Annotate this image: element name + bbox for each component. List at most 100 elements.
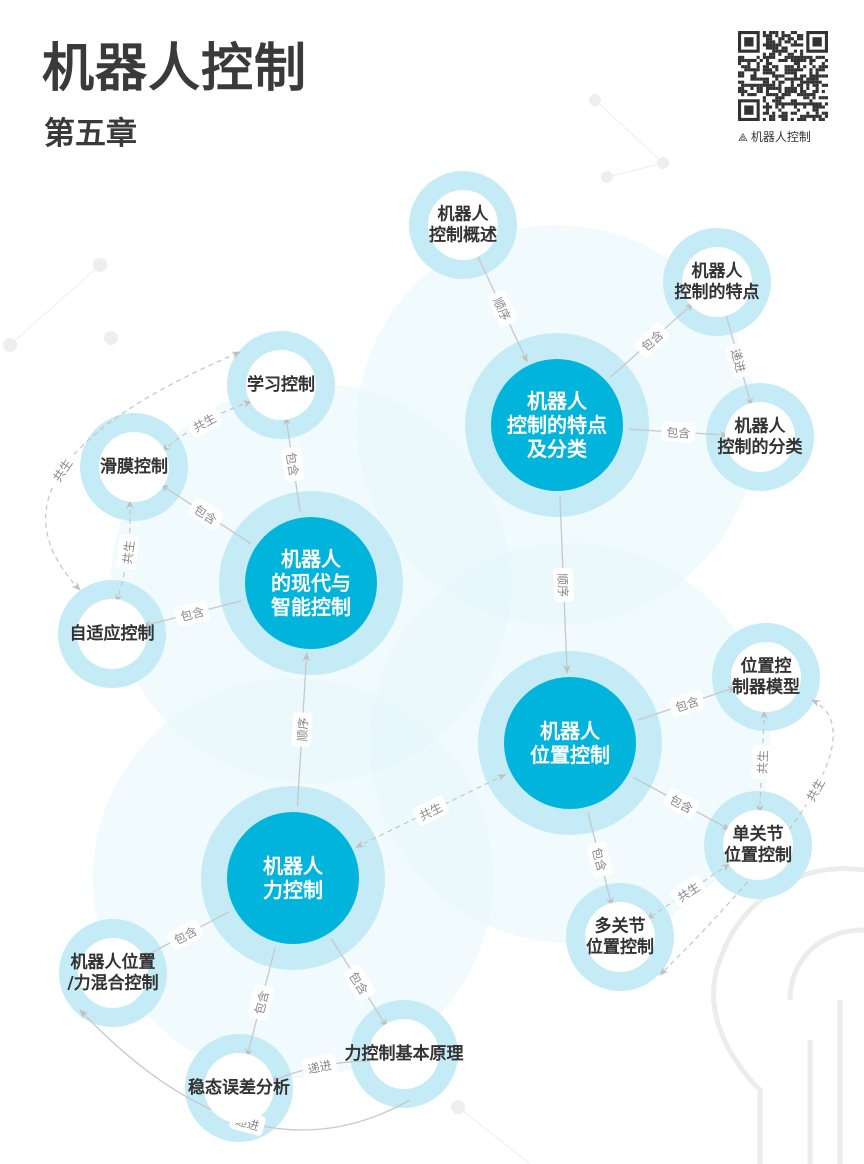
decor-dot [93, 258, 107, 272]
node-core [204, 1053, 274, 1123]
qr-caption: ⟁机器人控制 [738, 128, 811, 145]
edge-label: 顺序 [555, 573, 571, 598]
robot-logo-icon: ⟁ [738, 131, 748, 144]
edge-principle-steady: 递进 [269, 1053, 371, 1083]
node-label: 控制的特点 [507, 413, 607, 437]
node-core [369, 1019, 439, 1089]
edge-features-classes: 递进 [725, 314, 753, 408]
node-core [682, 247, 752, 317]
node-label: 力控制基本原理 [345, 1043, 464, 1064]
node-label: 控制的特点 [675, 282, 760, 303]
edge-B-adaptive: 包含 [142, 600, 242, 628]
node-label: 机器人 [692, 261, 744, 282]
node-core [227, 812, 359, 944]
edge-label-tag: 共生 [45, 451, 79, 489]
edge-label-tag: 递进 [725, 342, 753, 379]
node-label: 机器人 [527, 389, 588, 413]
node-label: 控制的分类 [718, 437, 804, 458]
node-label: 机器人 [281, 547, 342, 571]
decor-line [457, 1106, 531, 1164]
edge-label: 包含 [283, 451, 301, 477]
node-label: /力混合控制 [67, 973, 158, 994]
decor-dot [657, 157, 669, 169]
node-core [245, 517, 377, 649]
edge-A-classes: 包含 [628, 421, 729, 443]
edge-label-tag: 顺序 [553, 567, 575, 603]
node-label: 智能控制 [271, 595, 351, 619]
edge-line [45, 351, 241, 591]
node-core [504, 677, 636, 809]
edge-label: 共生 [755, 750, 770, 775]
node-label: 的现代与 [271, 571, 351, 595]
edge-C-multi: 包含 [586, 812, 614, 907]
node-layer: 机器人控制的特点及分类机器人的现代与智能控制机器人位置控制机器人力控制机器人控制… [67, 190, 803, 1123]
node-label: 机器人位置 [71, 952, 156, 973]
node-core [731, 642, 801, 712]
edge-C-D: 共生 [355, 773, 507, 848]
edge-label: 包含 [666, 424, 691, 440]
edge-D-B: 顺序 [291, 651, 313, 807]
node-core [725, 402, 795, 472]
node-steady[interactable]: 稳态误差分析 [188, 1053, 290, 1123]
qr-caption-text: 机器人控制 [750, 130, 811, 144]
decor-dot [589, 94, 601, 106]
node-core [78, 938, 148, 1008]
node-core [77, 599, 147, 669]
edge-label-tag: 包含 [174, 600, 211, 627]
node-label: 单关节 [733, 824, 784, 845]
brain-outline-icon [711, 866, 864, 1164]
node-label: 位置控制 [724, 845, 792, 866]
page-title: 机器人控制 [42, 39, 308, 99]
edge-label: 递进 [307, 1058, 333, 1077]
decor-dot [104, 331, 118, 345]
node-label: 学习控制 [247, 374, 315, 395]
node-core [428, 190, 498, 260]
edge-posmodel-multi: 共生 [659, 699, 834, 976]
node-core [491, 359, 623, 491]
edge-label: 包含 [179, 604, 206, 624]
node-label: 及分类 [527, 437, 587, 461]
edge-A-C: 顺序 [553, 496, 575, 674]
decor-dot [601, 171, 613, 183]
node-label: 制器模型 [732, 677, 800, 698]
node-label: 多关节 [595, 916, 646, 937]
node-principle[interactable]: 力控制基本原理 [345, 1019, 464, 1089]
node-learning[interactable]: 学习控制 [246, 350, 316, 420]
node-label: 位置控 [741, 656, 792, 677]
node-sliding[interactable]: 滑膜控制 [99, 432, 169, 502]
decor-dot [3, 338, 17, 352]
edge-label-tag: 包含 [586, 841, 614, 878]
edge-label-tag: 顺序 [291, 712, 313, 747]
edge-label-tag: 包含 [281, 446, 305, 482]
node-label: 位置控制 [586, 937, 654, 958]
decor-dot [451, 1100, 465, 1114]
node-label: 机器人 [540, 719, 601, 743]
node-label: 力控制 [263, 878, 323, 902]
node-adaptive[interactable]: 自适应控制 [70, 599, 155, 669]
node-label: 稳态误差分析 [188, 1077, 290, 1098]
edge-B-learning: 包含 [281, 415, 305, 512]
edge-label-tag: 包含 [661, 421, 696, 443]
node-label: 位置控制 [530, 743, 610, 767]
node-core [585, 902, 655, 972]
edge-label: 包含 [251, 989, 272, 1016]
node-hybrid[interactable]: 机器人位置/力混合控制 [67, 938, 159, 1008]
edge-D-steady: 包含 [245, 947, 276, 1058]
node-label: 控制概述 [429, 225, 497, 246]
chapter-label: 第五章 [44, 116, 137, 152]
node-core [723, 810, 793, 880]
node-label: 机器人 [263, 854, 324, 878]
decor-line [9, 264, 101, 346]
node-label: 滑膜控制 [100, 456, 168, 477]
